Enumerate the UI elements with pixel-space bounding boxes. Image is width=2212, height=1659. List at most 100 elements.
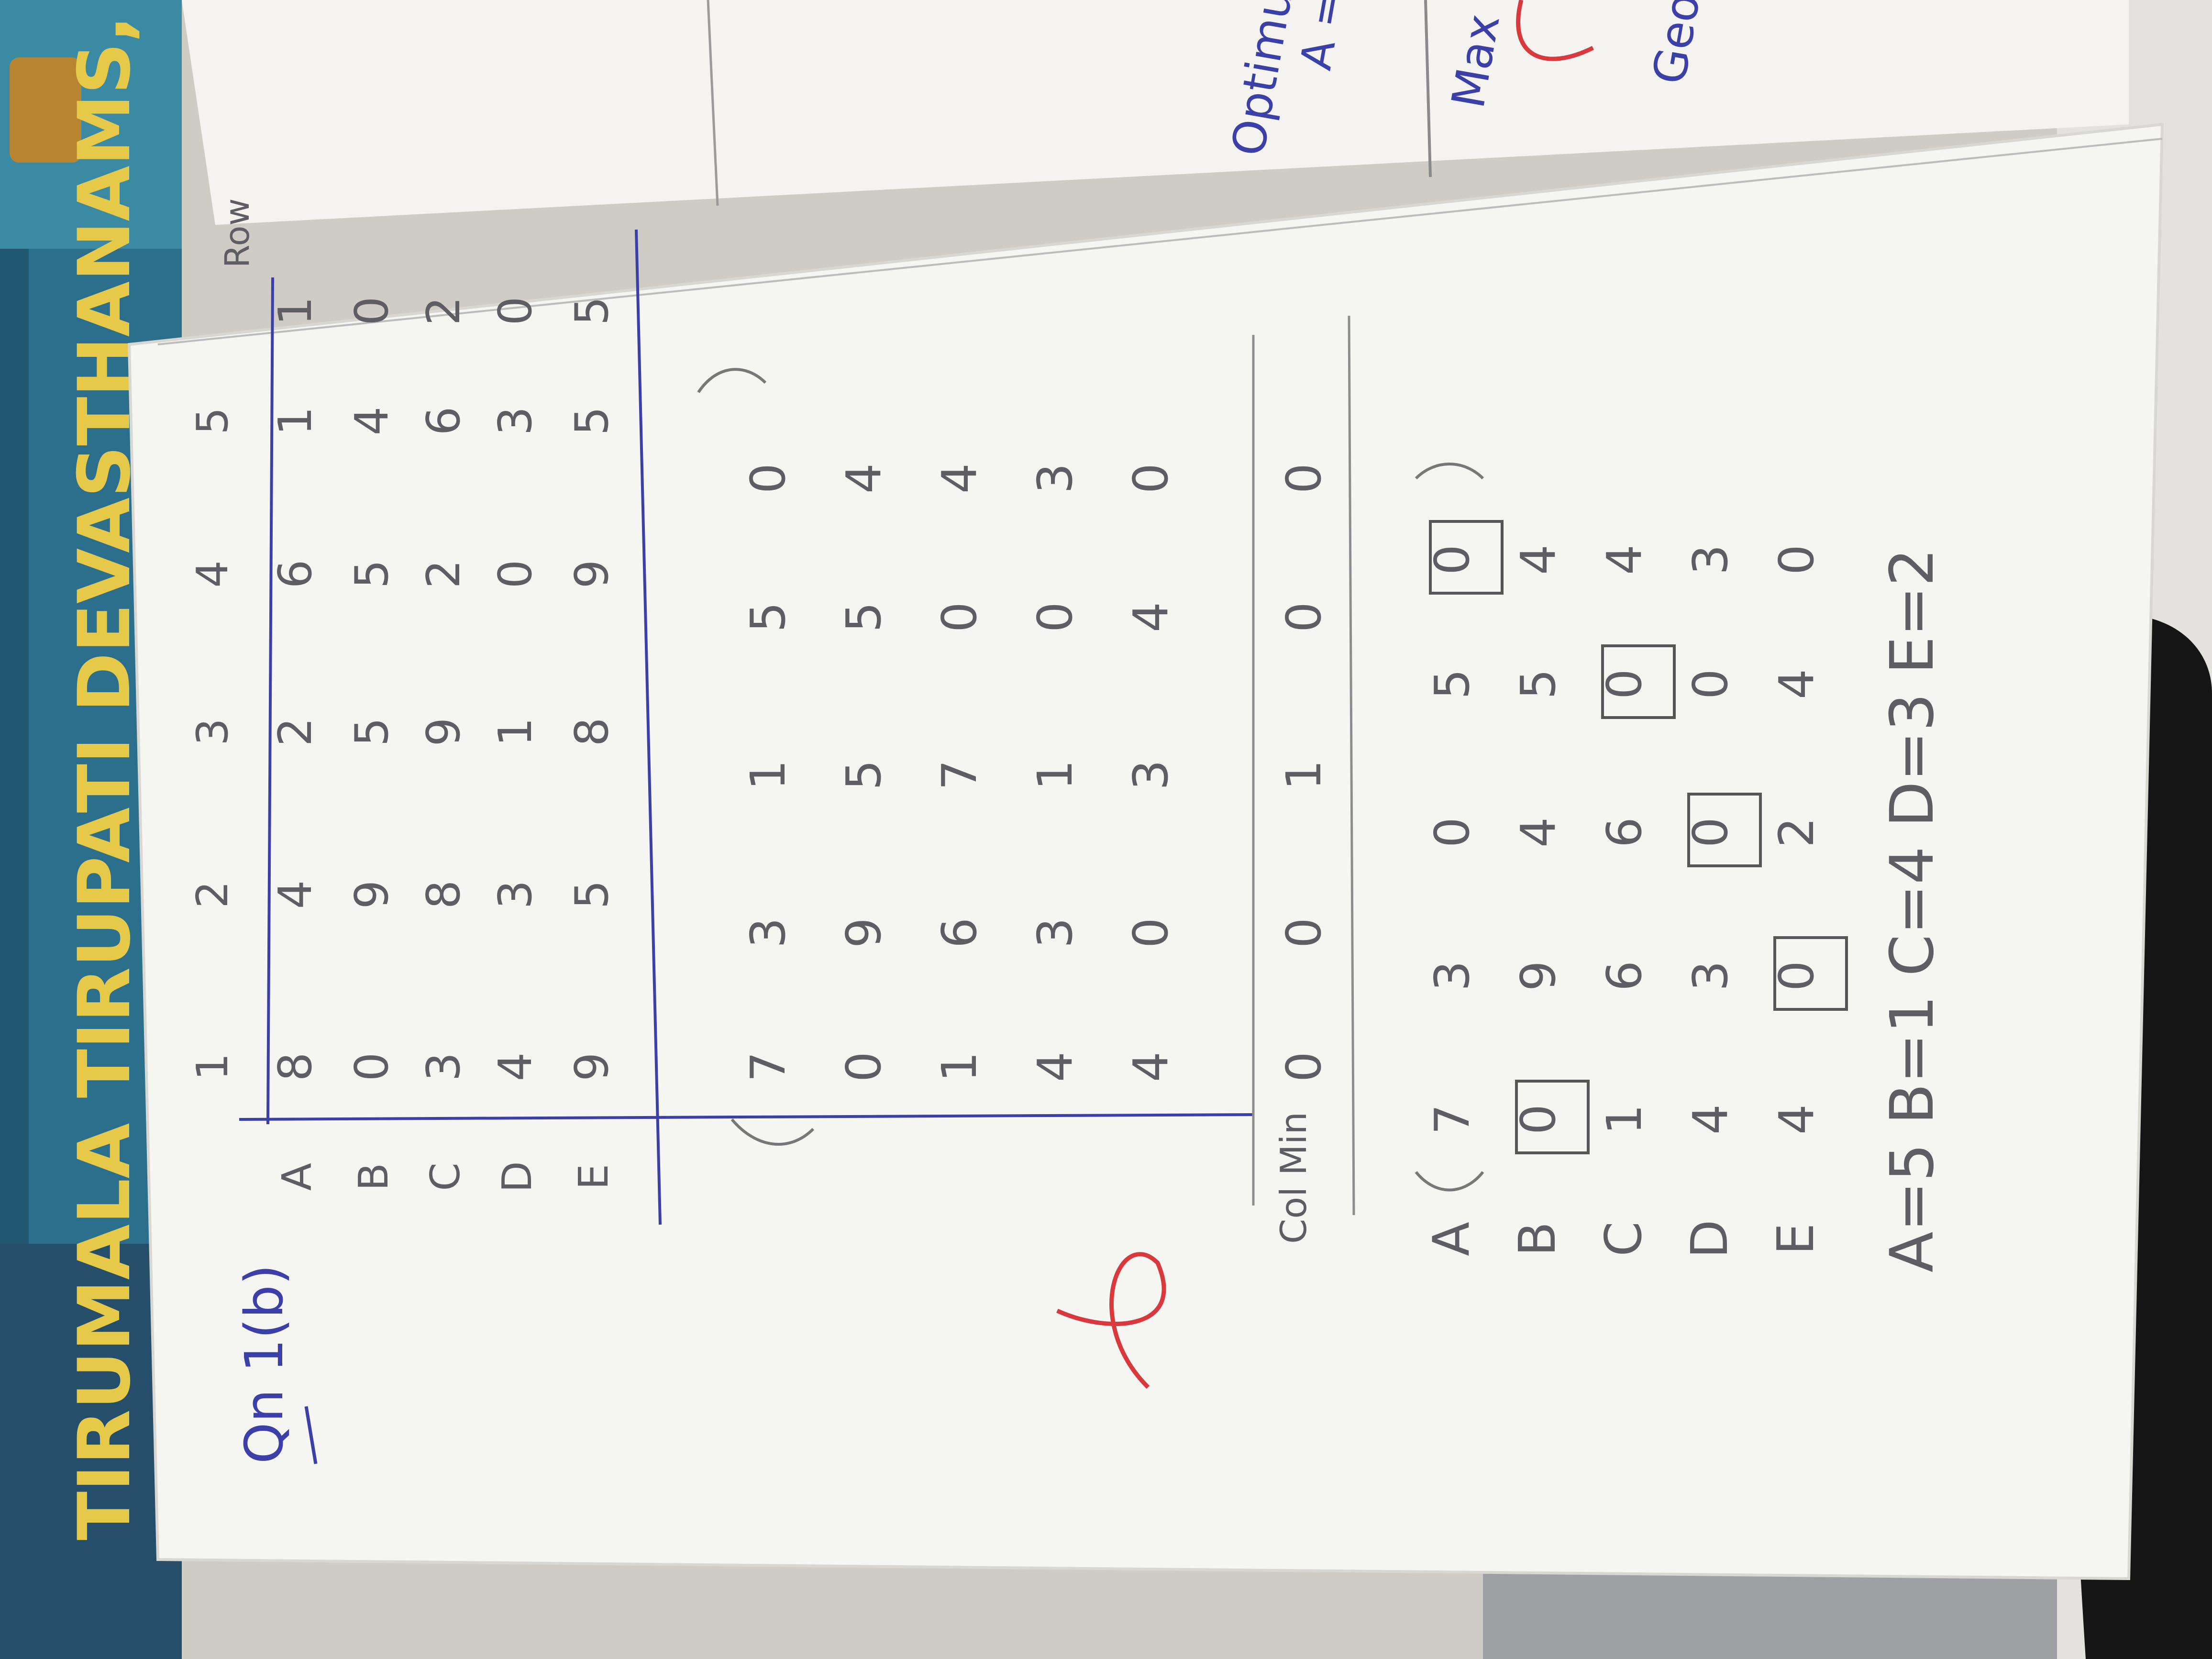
matrix3-cell: 4 [1682,1104,1738,1135]
matrix3-assigned-box [1515,1080,1590,1154]
row-min-label: Row [218,198,257,268]
matrix2-cell: 5 [740,602,796,632]
book-cover: TIRUMALA TIRUPATI DEVASTHANAMS, TIRUPATI [0,0,182,1659]
matrix2-cell: 0 [931,602,987,632]
matrix2-cell: 0 [836,1051,892,1082]
matrix1-row-min: 0 [346,297,398,325]
matrix2-col-min: 0 [1276,1051,1332,1082]
matrix1-row-min: 0 [489,297,542,325]
matrix2-cell: 1 [1027,760,1083,790]
matrix3-cell: 4 [1769,1104,1825,1135]
matrix1-right-rule [635,229,662,1225]
matrix3-assigned-box [1773,936,1848,1011]
matrix1-col-header: 4 [188,560,238,587]
matrix2-cell: 5 [836,602,892,632]
matrix2-col-min: 1 [1276,760,1332,790]
matrix1-cell: 8 [418,880,470,909]
matrix3-cell: 0 [1769,961,1825,991]
matrix3-row-label: D [1681,1220,1739,1259]
matrix2-cell: 0 [1027,602,1083,632]
matrix3-cell: 3 [1682,961,1738,991]
matrix3-cell: 5 [1510,669,1566,699]
top-sheet: Optimum A = Max Geo [182,0,2129,225]
matrix1-cell: 2 [269,718,322,746]
matrix1-row-min: 1 [269,297,322,325]
matrix1-cell: 9 [566,560,619,588]
matrix3-cell: 0 [1596,669,1652,699]
matrix1-cell: 3 [489,880,542,909]
matrix3-cell: 4 [1510,544,1566,575]
matrix1-cell: 5 [566,407,619,435]
red-tick-mark [1056,1252,1166,1389]
matrix2-cell: 3 [1027,918,1083,948]
matrix2-cell: 7 [931,760,987,790]
matrix1-cell: 0 [489,560,542,588]
matrix3-cell: 5 [1424,669,1480,699]
matrix3-cell: 2 [1769,817,1825,848]
matrix1-row-label: A [274,1163,321,1191]
matrix1-row-label: C [422,1162,469,1191]
matrix3-cell: 3 [1682,544,1738,575]
matrix2-cell: 0 [1123,463,1179,494]
matrix2-cell: 4 [1123,1051,1179,1082]
col-min-label: Col Min [1272,1112,1315,1244]
matrix1-cell: 9 [566,1052,619,1081]
matrix2-cell: 4 [931,463,987,494]
matrix3-cell: 0 [1424,817,1480,848]
matrix2-cell: 7 [740,1051,796,1082]
matrix1-cell: 1 [489,718,542,746]
matrix1-cell: 4 [346,407,398,435]
matrix1-row-label: D [494,1161,541,1192]
matrix3-cell: 0 [1682,669,1738,699]
matrix3-cell: 3 [1424,961,1480,991]
matrix1-cell: 5 [346,718,398,746]
matrix2-cell: 3 [1027,463,1083,494]
matrix2-cell: 1 [931,1051,987,1082]
matrix1-left-rule [266,277,274,1125]
matrix2-cell: 4 [1027,1051,1083,1082]
matrix1-col-header: 5 [188,407,238,434]
matrix2-col-min: 0 [1276,918,1332,948]
matrix1-cell: 5 [346,560,398,588]
matrix2-bracket-right [730,1118,815,1146]
matrix2-bracket-left [697,368,767,393]
matrix1-row-label: B [350,1163,398,1191]
matrix2-cell: 1 [740,760,796,790]
matrix3-cell: 0 [1769,544,1825,575]
matrix2-col-min: 0 [1276,602,1332,632]
matrix3-cell: 6 [1596,961,1652,991]
matrix2-cell: 3 [1123,760,1179,790]
matrix2-cell: 0 [1123,918,1179,948]
colmin-bottom-rule [1348,315,1355,1216]
matrix3-cell: 4 [1769,669,1825,699]
matrix2-col-min: 0 [1276,463,1332,494]
matrix3-cell: 0 [1510,1104,1566,1135]
matrix2-cell: 3 [740,918,796,948]
matrix2-cell: 4 [1123,602,1179,632]
matrix3-cell: 7 [1424,1104,1480,1135]
matrix1-row-min: 2 [418,297,470,325]
assignment-result: A=5 B=1 C=4 D=3 E=2 [1878,548,1947,1272]
matrix3-assigned-box [1429,520,1504,595]
matrix3-cell: 0 [1424,544,1480,575]
matrix2-cell: 6 [931,918,987,948]
matrix3-cell: 1 [1596,1104,1652,1135]
top-sheet-red-scribble [1516,0,1594,61]
matrix3-row-label: C [1594,1221,1653,1256]
matrix1-col-header: 1 [188,1053,238,1080]
book-publisher: TIRUMALA TIRUPATI DEVASTHANAMS, TIRUPATI [63,0,146,1540]
matrix3-row-label: E [1767,1223,1825,1255]
matrix2-cell: 5 [836,760,892,790]
matrix1-cell: 9 [346,880,398,909]
matrix1-cell: 3 [489,407,542,435]
matrix1-cell: 9 [418,718,470,746]
matrix3-row-label: B [1508,1222,1567,1256]
matrix1-row-min: 5 [566,297,619,325]
matrix3-cell: 4 [1596,544,1652,575]
matrix3-cell: 4 [1510,817,1566,848]
matrix1-cell: 5 [566,880,619,909]
